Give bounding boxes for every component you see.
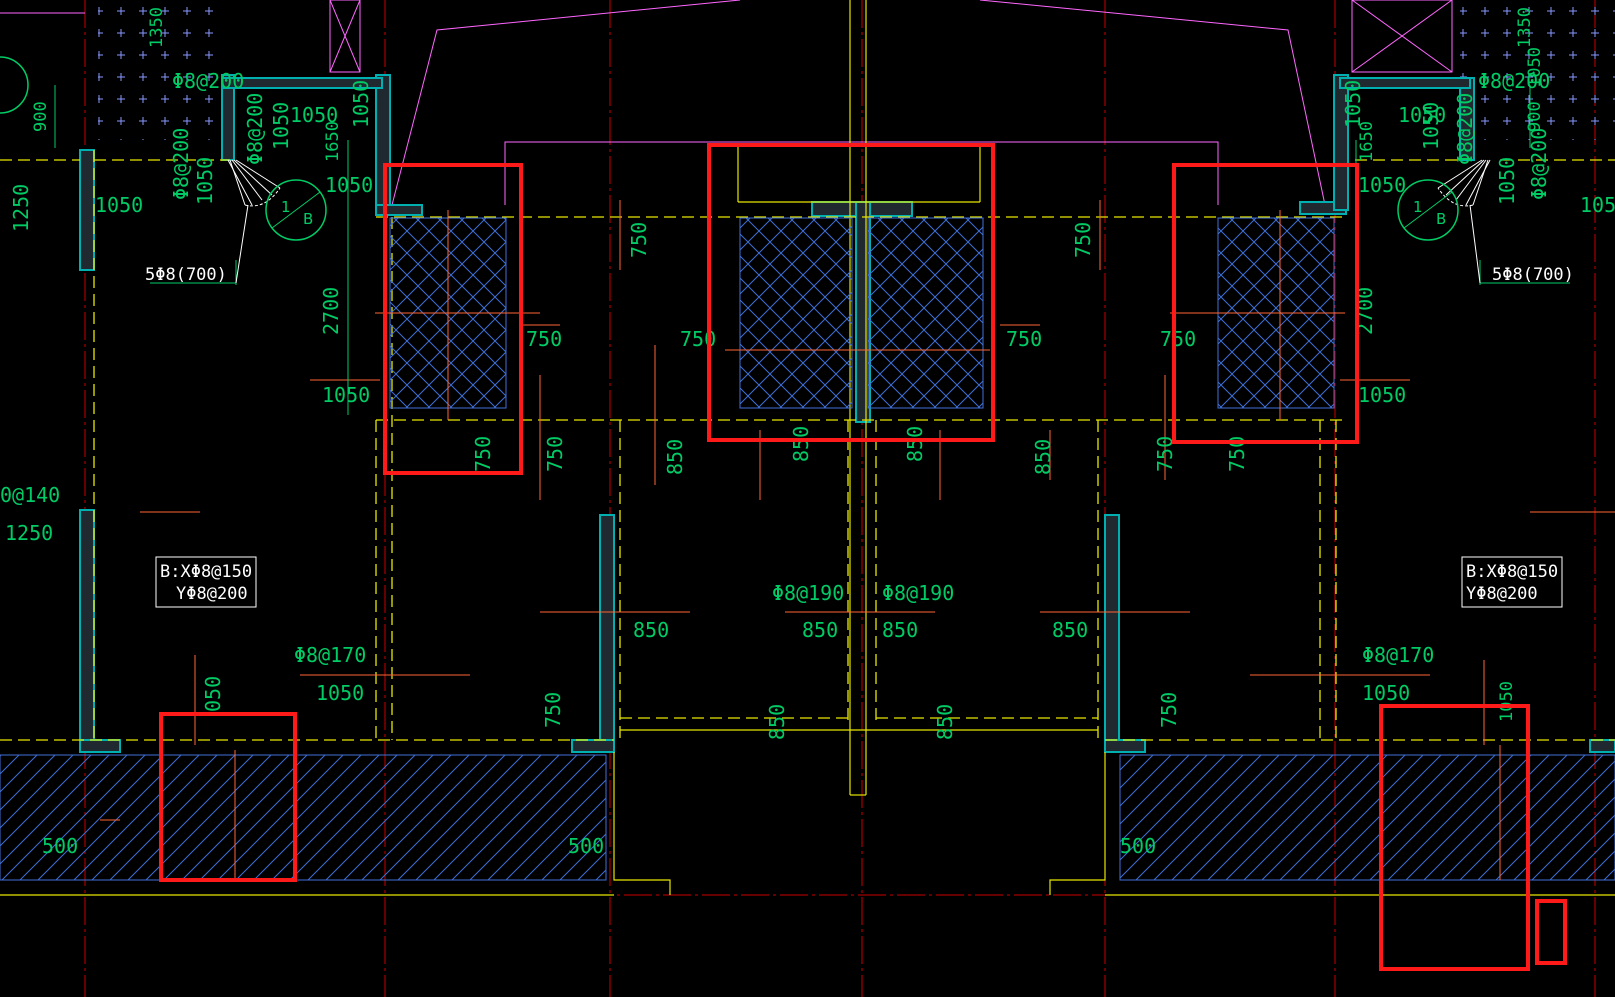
dim-500: 500	[568, 834, 604, 858]
rebar-phi8-200: Φ8@200	[1453, 93, 1477, 165]
left-edge-circle	[0, 56, 29, 114]
markup-left-opening	[383, 163, 523, 475]
dim-1050: 1050	[322, 383, 370, 407]
rebar-fan-label: 5Φ8(700)	[145, 265, 227, 285]
note-right-x: B:XΦ8@150	[1466, 562, 1558, 582]
dim-0-140: 0@140	[0, 483, 60, 507]
review-markups	[159, 143, 1567, 971]
note-left-y: YΦ8@200	[176, 584, 248, 604]
dim-1050: 1050	[269, 102, 293, 150]
markup-center-opening	[707, 143, 995, 442]
markup-right-opening	[1172, 163, 1359, 444]
dim-1050: 1050	[1495, 157, 1519, 205]
dim-1050: 1050	[193, 157, 217, 205]
dim-850: 850	[903, 426, 927, 462]
dim-850: 850	[633, 618, 669, 642]
dim-750: 750	[1071, 222, 1095, 258]
plus-hatch-left	[98, 0, 218, 140]
dim-1050: 1050	[1497, 681, 1517, 722]
dim-1050: 1050	[1362, 681, 1410, 705]
dim-1250: 1250	[5, 521, 53, 545]
rebar-phi8-190: Φ8@190	[882, 581, 954, 605]
section-left-letter: B	[303, 210, 313, 228]
rebar-phi8-200: Φ8@200	[172, 69, 244, 93]
dim-1050: 1050	[316, 681, 364, 705]
rebar-phi8-200: Φ8@200	[1527, 128, 1551, 200]
dim-1050: 1050	[1580, 193, 1615, 217]
dim-850: 850	[765, 704, 789, 740]
rebar-phi8-200: Φ8@200	[169, 128, 193, 200]
dim-850: 850	[789, 426, 813, 462]
diag-hatch-right	[1119, 754, 1615, 881]
rebar-fan-left	[227, 159, 281, 284]
note-left-x: B:XΦ8@150	[160, 562, 252, 582]
dim-1250: 1250	[9, 184, 33, 232]
dim-1050: 1050	[95, 193, 143, 217]
rebar-fan-right	[1437, 159, 1491, 284]
dim-850: 850	[802, 618, 838, 642]
dim-750: 750	[627, 222, 651, 258]
plus-hatch-right	[1460, 0, 1615, 140]
diag-hatch-left	[0, 754, 607, 881]
opening-hatch-center-b	[867, 217, 984, 409]
dim-1050: 1050	[1419, 102, 1443, 150]
markup-right-small	[1535, 899, 1567, 965]
dim-750: 750	[543, 436, 567, 472]
dim-1050: 1050	[290, 103, 338, 127]
dim-1050: 1050	[349, 80, 373, 128]
opening-hatch-center-a	[739, 217, 853, 409]
dim-900: 900	[31, 101, 51, 132]
dim-750: 750	[1157, 692, 1181, 728]
markup-left-bottom	[159, 712, 297, 882]
dim-750: 750	[1160, 327, 1196, 351]
rebar-texts: Φ8@200 Φ8@200 Φ8@190 Φ8@190 Φ8@170 Φ8@17…	[145, 69, 1574, 667]
dim-500: 500	[42, 834, 78, 858]
dim-1650: 1650	[1357, 121, 1377, 162]
rebar-phi8-170: Φ8@170	[1362, 643, 1434, 667]
dim-1650: 1650	[323, 121, 343, 162]
shaft-boxes	[329, 0, 1453, 73]
rebar-phi8-170: Φ8@170	[294, 643, 366, 667]
dim-1050: 1050	[1358, 383, 1406, 407]
markup-right-bottom	[1379, 704, 1530, 971]
dim-1050: 1050	[1358, 173, 1406, 197]
dim-1050: 1050	[1341, 80, 1365, 128]
note-box-right: B:XΦ8@150 YΦ8@200	[1461, 556, 1563, 608]
section-mark-left: 1 B	[265, 179, 327, 241]
rebar-fan-label: 5Φ8(700)	[1492, 265, 1574, 285]
dim-texts-horizontal: 1050 1050 1050 1050 1050 1050 1050 1050 …	[0, 103, 1615, 858]
dim-500: 500	[1120, 834, 1156, 858]
dim-750: 750	[541, 692, 565, 728]
rebar-phi8-200: Φ8@200	[1478, 69, 1550, 93]
dim-2700: 2700	[319, 287, 343, 335]
dim-1050: 1050	[1398, 103, 1446, 127]
section-left-num: 1	[281, 198, 291, 216]
note-box-left: B:XΦ8@150 YΦ8@200	[155, 556, 257, 608]
section-right-num: 1	[1413, 198, 1423, 216]
dim-050: 050	[201, 676, 225, 712]
dim-850: 850	[1031, 439, 1055, 475]
dim-850: 850	[882, 618, 918, 642]
section-mark-right: 1 B	[1397, 179, 1459, 241]
note-right-y: YΦ8@200	[1466, 584, 1538, 604]
dim-1350: 1350	[1515, 7, 1535, 48]
rebar-phi8-190: Φ8@190	[772, 581, 844, 605]
dim-850: 850	[933, 704, 957, 740]
dim-1050: 1050	[1525, 47, 1545, 88]
rebar-lines	[100, 200, 1615, 880]
rebar-phi8-200: Φ8@200	[243, 93, 267, 165]
dim-900: 900	[1525, 101, 1545, 132]
dim-850: 850	[663, 439, 687, 475]
dim-1350: 1350	[147, 7, 167, 48]
dim-850: 850	[1052, 618, 1088, 642]
dim-750: 750	[471, 436, 495, 472]
dim-1050: 1050	[325, 173, 373, 197]
dim-750: 750	[1006, 327, 1042, 351]
dim-750: 750	[526, 327, 562, 351]
roof-outline	[0, 0, 1326, 206]
section-right-letter: B	[1436, 210, 1446, 228]
